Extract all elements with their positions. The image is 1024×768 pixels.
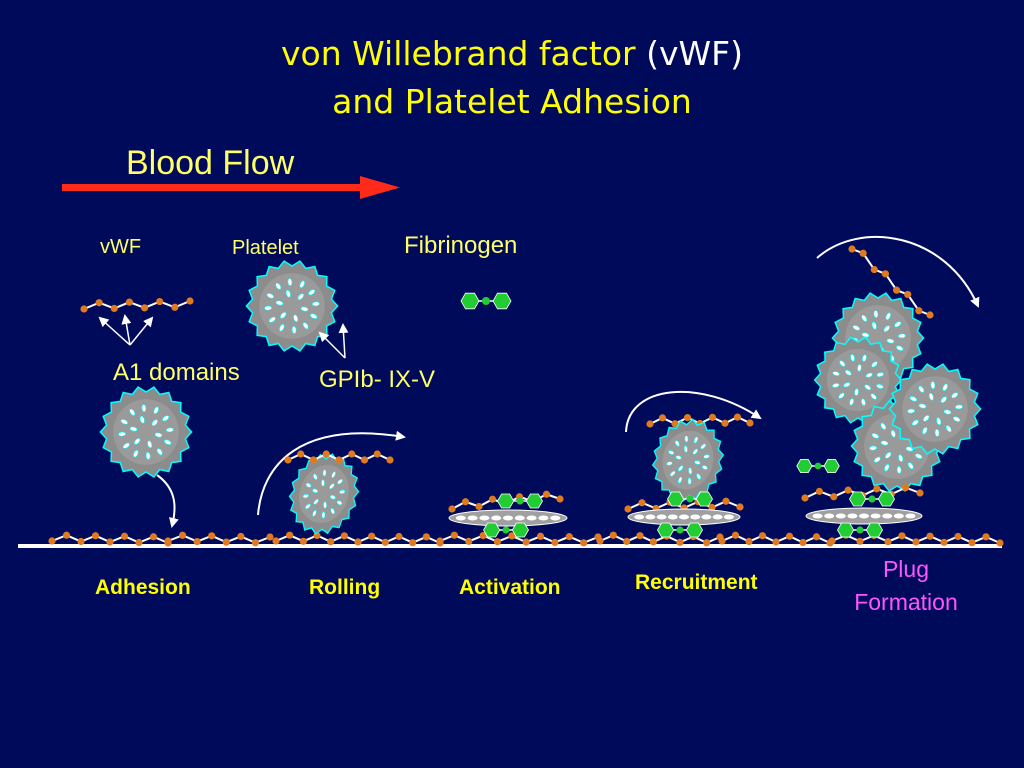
vwf-label: vWF (100, 236, 142, 258)
stage-rolling-label: Rolling (309, 576, 381, 599)
title-part-1: von Willebrand factor (281, 34, 636, 73)
gpib-pointers (318, 323, 349, 359)
blood-flow-label: Blood Flow (126, 144, 295, 182)
stage-adhesion-label: Adhesion (95, 576, 191, 599)
rolling-arrow (257, 430, 406, 516)
a1-domains-label: A1 domains (113, 359, 240, 386)
stage-plug-formation-label: Plug Formation (836, 553, 976, 619)
a1-domain-pointers (98, 314, 154, 346)
gpib-label: GPIb- IX-V (319, 366, 436, 393)
adhesion-platelet (99, 386, 193, 478)
recruitment-platelets (624, 413, 754, 538)
legend-platelet (245, 260, 339, 352)
activated-platelet (448, 490, 568, 538)
page-title: von Willebrand factor (vWF) and Platelet… (0, 30, 1024, 126)
rolling-vwf-strand (284, 450, 394, 464)
title-line-1: von Willebrand factor (vWF) (0, 30, 1024, 78)
legend-vwf-strand (80, 297, 194, 313)
fibrinogen-label: Fibrinogen (404, 232, 518, 259)
title-line-2: and Platelet Adhesion (332, 82, 692, 121)
recruitment-arrow (625, 390, 762, 433)
legend-fibrinogen (460, 292, 512, 310)
blood-flow-arrow (62, 176, 400, 199)
plug-arrow (816, 236, 980, 308)
adhesion-arrow (156, 474, 179, 528)
title-part-2: (vWF) (635, 34, 743, 73)
stage-recruitment-label: Recruitment (635, 571, 758, 594)
plug-line-1: Plug (882, 556, 930, 582)
plug-line-2: Formation (854, 589, 958, 615)
platelet-label: Platelet (232, 237, 299, 259)
plug-platelets (796, 245, 982, 538)
rolling-platelet (288, 453, 360, 535)
stage-activation-label: Activation (459, 576, 561, 599)
